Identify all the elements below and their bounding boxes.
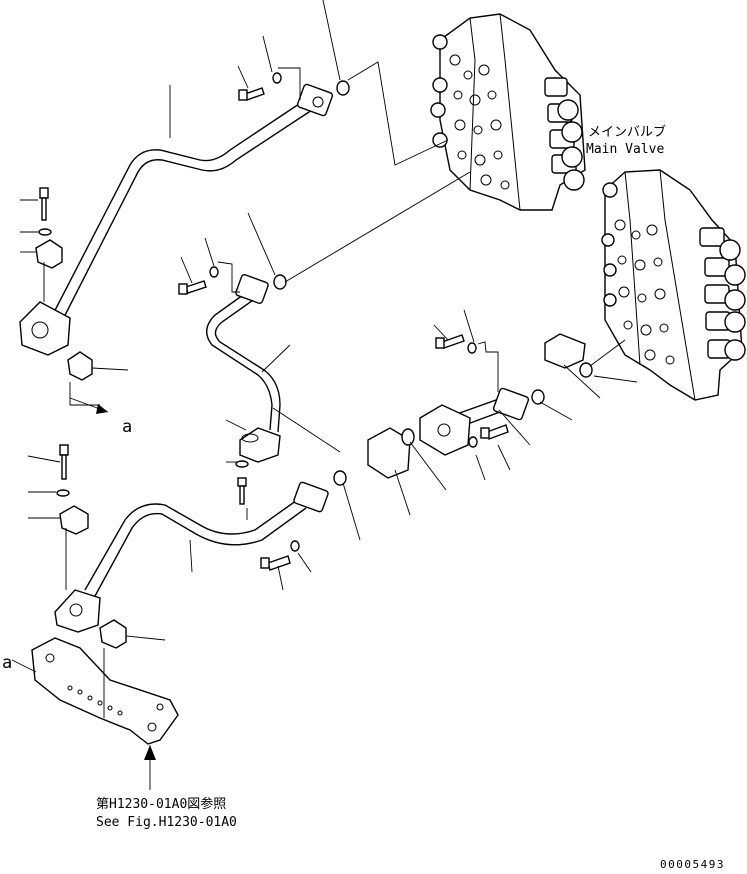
drawing-number: 00005493 xyxy=(660,858,725,871)
ref-arrows xyxy=(69,397,156,760)
bracket-plate xyxy=(31,637,179,745)
see-figure-label-jp: 第H1230-01A0図参照 xyxy=(96,796,226,812)
main-valve-upper xyxy=(430,13,586,211)
o-rings xyxy=(273,80,593,486)
washers xyxy=(38,72,478,552)
right-pipe-assembly xyxy=(367,333,586,479)
lower-tube xyxy=(54,481,329,633)
main-valve-label-en: Main Valve xyxy=(586,142,664,157)
upper-tube xyxy=(19,83,334,356)
main-valve-label-jp: メインバルブ xyxy=(588,124,666,140)
bolts xyxy=(39,87,509,571)
middle-tube xyxy=(206,274,281,463)
clamps xyxy=(35,239,127,649)
reference-a-bottom: a xyxy=(2,653,12,673)
main-valve-lower xyxy=(601,169,746,401)
reference-a-top: a xyxy=(122,417,132,437)
see-figure-label-en: See Fig.H1230-01A0 xyxy=(96,815,237,830)
